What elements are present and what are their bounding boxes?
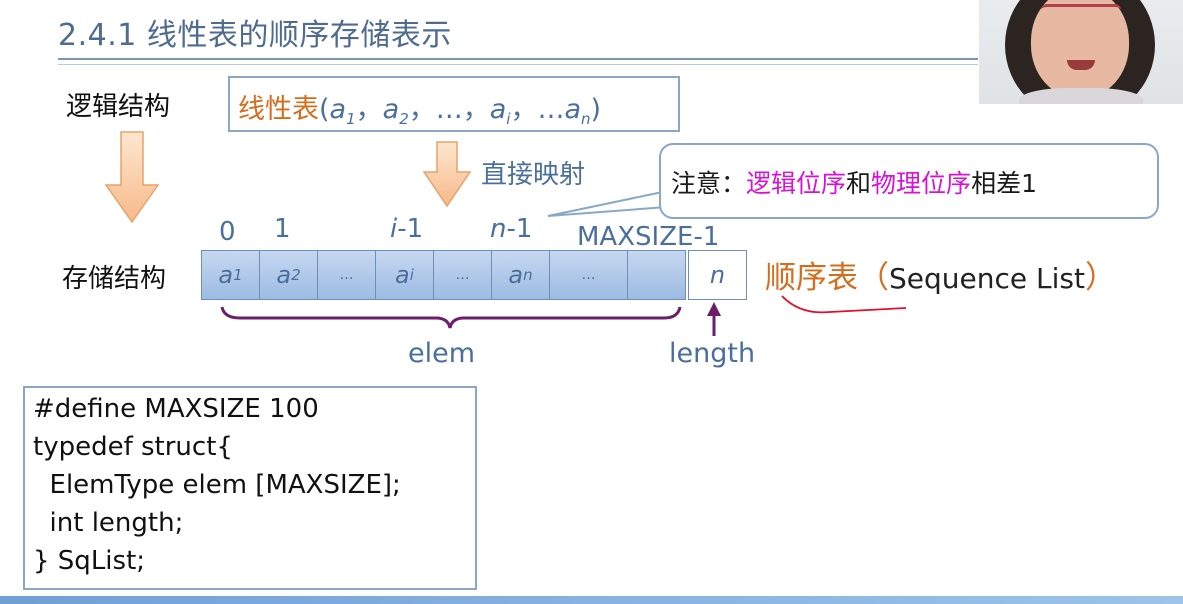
sequence-list-label: 顺序表（Sequence List） [765,260,1116,296]
array-cell-ellipsis: … [317,250,376,300]
bottom-bar [0,596,1183,604]
code-block: #define MAXSIZE 100 typedef struct{ Elem… [23,386,477,590]
index-n-minus-1: n-1 [490,214,533,244]
note-logic-order: 逻辑位序 [746,169,847,198]
code-line: ElemType elem [MAXSIZE]; [33,470,401,500]
array-cell-ellipsis: … [433,250,492,300]
presenter-webcam [979,0,1183,104]
left-down-arrow [104,131,160,224]
index-maxsize-minus-1: MAXSIZE-1 [577,222,720,252]
code-line: typedef struct{ [33,432,233,462]
index-0: 0 [219,217,236,247]
index-i-minus-1: i-1 [390,214,424,244]
length-cell: n [688,250,747,300]
callout-pointer [547,189,681,217]
array-cell-empty [627,250,686,300]
mapping-down-arrow [422,141,472,208]
note-and: 和 [846,169,872,198]
elem-label: elem [408,338,476,369]
title-rule [58,58,978,60]
note-physical-order: 物理位序 [871,169,972,198]
length-arrowhead [707,302,721,316]
note-suffix: 相差1 [971,169,1037,198]
logic-structure-label: 逻辑结构 [66,92,171,122]
linear-list-box: 线性表(a1，a2，…，ai，…an) [228,76,680,132]
index-1: 1 [274,214,291,244]
handwritten-underline [781,295,907,314]
code-line: #define MAXSIZE 100 [33,394,319,424]
note-callout: 注意：逻辑位序和物理位序相差1 [659,143,1159,219]
code-line: } SqList; [33,546,146,576]
slide-title: 2.4.1 线性表的顺序存储表示 [58,18,452,53]
direct-mapping-label: 直接映射 [481,160,586,190]
array-cell-ellipsis: … [549,250,628,300]
code-line: int length; [33,508,184,538]
note-prefix: 注意： [671,169,747,198]
linear-list-label: 线性表 [238,94,319,125]
storage-structure-label: 存储结构 [62,264,167,294]
elem-brace [220,306,682,329]
title-rule-thin [58,64,978,65]
length-label: length [669,338,756,369]
